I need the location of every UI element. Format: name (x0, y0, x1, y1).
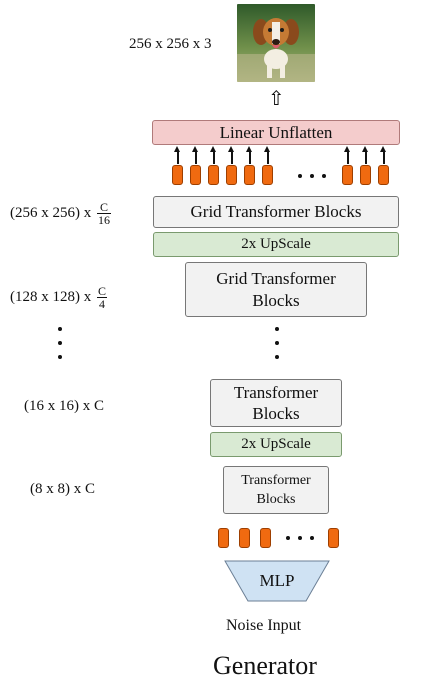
linear-unflatten-label: Linear Unflatten (219, 122, 333, 142)
token-8 (360, 165, 371, 185)
output-dims-label: 256 x 256 x 3 (129, 36, 212, 52)
ellipsis-dot (298, 536, 302, 540)
token-6 (262, 165, 273, 185)
mlp-block: MLP (224, 560, 330, 602)
output-image (237, 4, 315, 82)
linear-unflatten-block: Linear Unflatten (152, 120, 400, 145)
token-2 (190, 165, 201, 185)
token-9 (378, 165, 389, 185)
ellipsis-dot (310, 536, 314, 540)
caption: Generator (213, 651, 317, 680)
token-1 (218, 528, 229, 548)
dims-label-256: (256 x 256) x C 16 (10, 200, 111, 227)
ellipsis-dot (310, 174, 314, 178)
token-2 (239, 528, 250, 548)
fraction: C 4 (97, 284, 108, 311)
grid-transformer-block-1: Grid Transformer Blocks (153, 196, 399, 228)
dims-label-8: (8 x 8) x C (30, 481, 95, 497)
grid-transformer-block-2: Grid Transformer Blocks (185, 262, 367, 317)
transformer-block-1: Transformer Blocks (210, 379, 342, 427)
token-3 (260, 528, 271, 548)
upscale-block-2: 2x UpScale (210, 432, 342, 457)
token-4 (328, 528, 339, 548)
output-arrow-icon: ⇧ (268, 86, 285, 110)
fraction: C 16 (97, 200, 111, 227)
dims-label-16: (16 x 16) x C (24, 398, 104, 414)
transformer-block-2: Transformer Blocks (223, 466, 329, 514)
ellipsis-dot (322, 174, 326, 178)
mlp-label: MLP (259, 571, 295, 590)
token-3 (208, 165, 219, 185)
token-5 (244, 165, 255, 185)
dims-label-128: (128 x 128) x C 4 (10, 284, 108, 311)
token-7 (342, 165, 353, 185)
token-4 (226, 165, 237, 185)
ellipsis-dot (286, 536, 290, 540)
ellipsis-dot (298, 174, 302, 178)
token-1 (172, 165, 183, 185)
upscale-block-1: 2x UpScale (153, 232, 399, 257)
noise-input-label: Noise Input (226, 617, 302, 634)
